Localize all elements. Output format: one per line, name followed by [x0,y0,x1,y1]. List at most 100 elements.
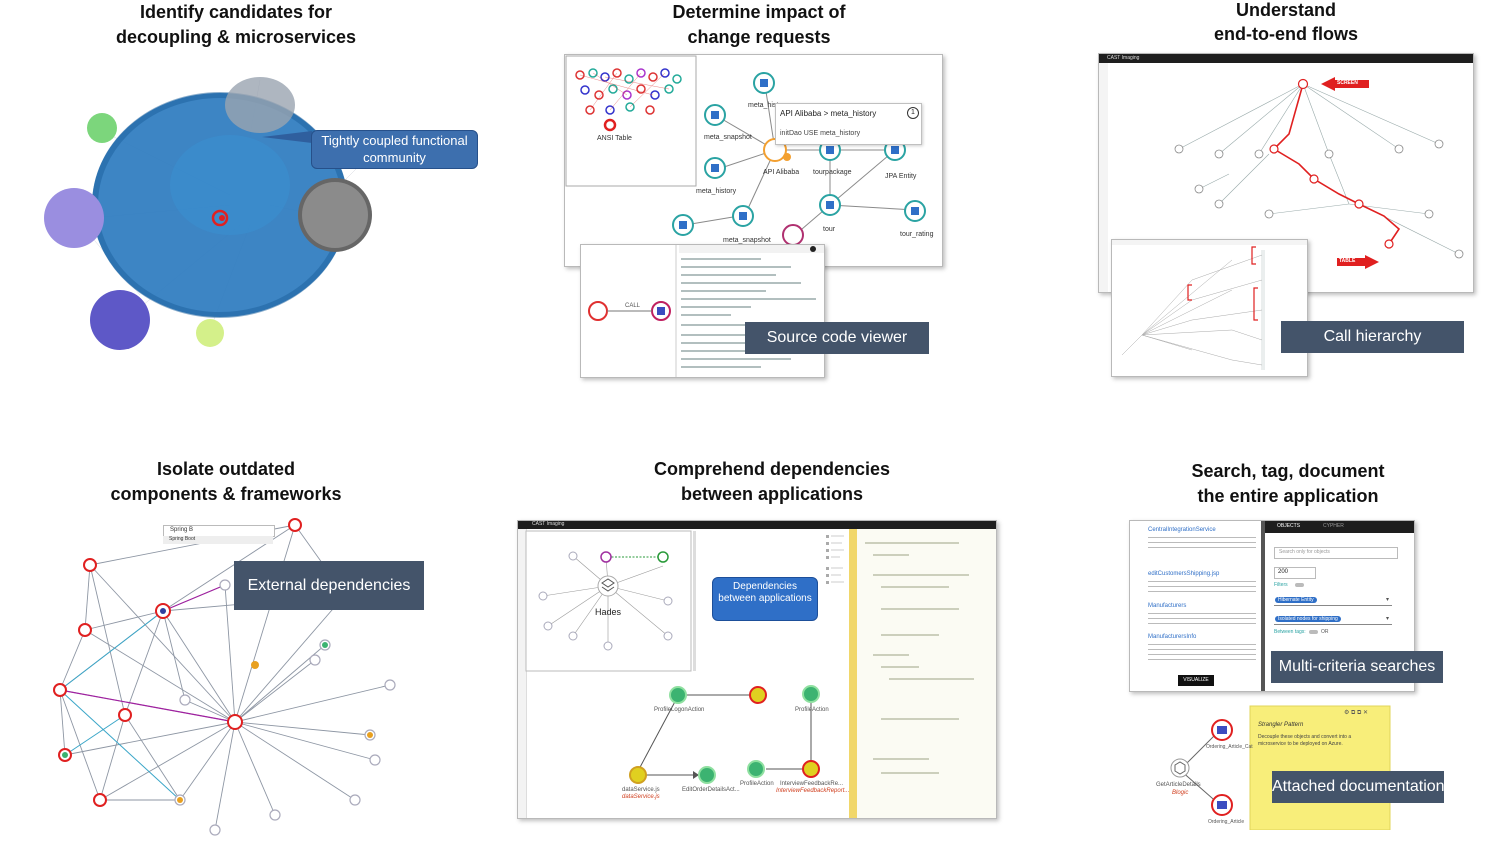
impact-tooltip: API Alibaba > meta_history 1 initDao USE… [775,103,922,145]
dep-node-label: InterviewFeedbackRe... [780,781,844,787]
object-search-box[interactable]: Search only for objects [1274,547,1398,559]
heading-line: Understand [1235,0,1336,20]
visualize-button[interactable]: VISUALIZE [1178,675,1214,686]
note-body: Decouple these objects and convert into … [1258,734,1352,747]
tightly-coupled-callout: Tightly coupled functional community [311,130,478,169]
dep-node-label: EditOrderDetailsAct... [682,787,740,793]
node-label: tour [823,226,836,233]
call-edge-label: CALL [625,303,641,309]
app-dependencies-panel[interactable]: CAST Imaging [517,520,997,819]
screen-label: SCREEN [1337,80,1358,86]
count-box[interactable]: 200 [1274,567,1316,579]
result-title[interactable]: editCustomersShipping.jsp [1148,571,1220,577]
app-title: CAST Imaging [532,521,565,527]
node-label: JPA Entity [885,173,917,180]
dep-node-label: ProfileAction [795,707,829,713]
node-label: tour_rating [900,231,934,238]
heading-line: between applications [680,484,864,504]
entity-chip[interactable]: Hibernate Entity [1275,597,1317,603]
doc-node-label: Ordering_Article [1208,819,1245,825]
result-desc-lines [1148,579,1256,595]
results-list: CentralIntegrationService editCustomersS… [1130,521,1261,691]
tab-cypher[interactable]: CYPHER [1323,523,1344,529]
tag-select[interactable]: Isolated nodes for shipping ▾ [1274,614,1392,625]
heading-line: change requests [687,27,831,47]
dep-node-label: dataService.js [622,787,660,793]
impact-graph-panel[interactable]: ANSI Table meta_history meta_snapshot AP… [564,54,943,267]
legend-column [824,533,846,593]
graph-search-input[interactable]: Spring B [170,527,194,533]
result-title[interactable]: Manufacturers [1148,603,1187,609]
community-graph[interactable] [30,55,490,355]
documentation-area[interactable]: GetArticleDetails Blogic Ordering_Articl… [1140,700,1395,830]
dep-node-sub: dataService.js [622,794,660,800]
heading-line: Comprehend dependencies [653,459,891,479]
node-label: meta_snapshot [723,237,771,244]
external-dependencies-graph[interactable]: Spring B Spring Boot [45,515,410,840]
doc-node-label: GetArticleDetails [1156,782,1201,788]
or-label: OR [1321,629,1329,635]
suggestion-label: Spring Boot [169,536,196,542]
heading-impact: Determine impact of change requests [609,0,909,50]
doc-node-sub: Blogic [1172,790,1189,796]
external-dependencies-tag: External dependencies [234,561,424,610]
dep-node-label: ProfileAction [740,781,774,787]
table-label: TABLE [1339,258,1356,264]
tooltip-badge: 1 [907,107,919,119]
source-code-viewer-tag: Source code viewer [745,322,929,354]
code-editor [849,529,996,818]
chevron-down-icon[interactable]: ▾ [1386,597,1390,603]
heading-line: components & frameworks [110,484,342,504]
heading-line: Search, tag, document [1191,461,1385,481]
node-label: meta_history [696,188,737,195]
tooltip-line: initDao USE meta_history [780,130,861,137]
app-title-bar: CAST Imaging [1099,54,1473,63]
call-hierarchy-tag: Call hierarchy [1281,321,1464,353]
heading-decoupling: Identify candidates for decoupling & mic… [86,0,386,50]
editor-gutter [849,529,857,818]
heading-line: Determine impact of [672,2,846,22]
heading-deps: Comprehend dependencies between applicat… [622,457,922,507]
dep-node-label: ProfileLogonAction [654,707,705,713]
doc-node-label: Ordering_Article_Cat [1206,744,1253,750]
app-title-bar: CAST Imaging [518,521,996,529]
between-toggle[interactable] [1309,630,1318,634]
result-desc-lines [1148,535,1256,551]
filters-toggle[interactable] [1295,583,1304,587]
dep-node-sub: InterviewFeedbackReport... [776,788,850,794]
heading-line: Identify candidates for [139,2,333,22]
hades-label: Hades [595,607,622,617]
heading-flows: Understand end-to-end flows [1136,0,1436,46]
tab-objects[interactable]: OBJECTS [1277,523,1301,529]
result-title[interactable]: CentralIntegrationService [1148,527,1216,533]
entity-select[interactable]: Hibernate Entity ▾ [1274,595,1392,606]
node-label: tourpackage [813,169,852,176]
call-hierarchy-panel[interactable] [1111,239,1308,377]
search-suggestion[interactable]: Spring Boot [163,536,273,544]
result-title[interactable]: ManufacturersInfo [1148,634,1197,640]
heading-search: Search, tag, document the entire applica… [1138,459,1438,509]
left-toolbar [518,529,527,818]
filters-label: Filters [1274,582,1288,588]
chevron-down-icon[interactable]: ▾ [1386,616,1390,622]
object-search-input[interactable]: Search only for objects [1279,549,1330,555]
node-label: API Alibaba [763,169,800,176]
ansi-table-label: ANSI Table [597,135,632,142]
note-toolbar-icons[interactable]: ⚙ ⧉ ⧉ ✕ [1344,710,1368,716]
source-code-viewer-panel[interactable]: CALL [580,244,825,378]
tag-chip[interactable]: Isolated nodes for shipping [1275,616,1341,622]
heading-line: decoupling & microservices [115,27,357,47]
app-title: CAST Imaging [1107,55,1140,61]
heading-line: Isolate outdated [156,459,295,479]
heading-outdated: Isolate outdated components & frameworks [76,457,376,507]
note-title: Strangler Pattern [1258,722,1304,728]
heading-line: the entire application [1197,486,1379,506]
heading-line: end-to-end flows [1214,24,1358,44]
search-tabs: OBJECTS CYPHER [1265,521,1414,533]
attached-documentation-tag: Attached documentation [1272,771,1445,803]
dependencies-callout: Dependencies between applications [712,577,818,621]
node-label: meta_snapshot [704,134,752,141]
multi-criteria-tag: Multi-criteria searches [1271,651,1443,683]
results-divider [1261,521,1265,691]
node-label: meta_history [748,102,789,109]
